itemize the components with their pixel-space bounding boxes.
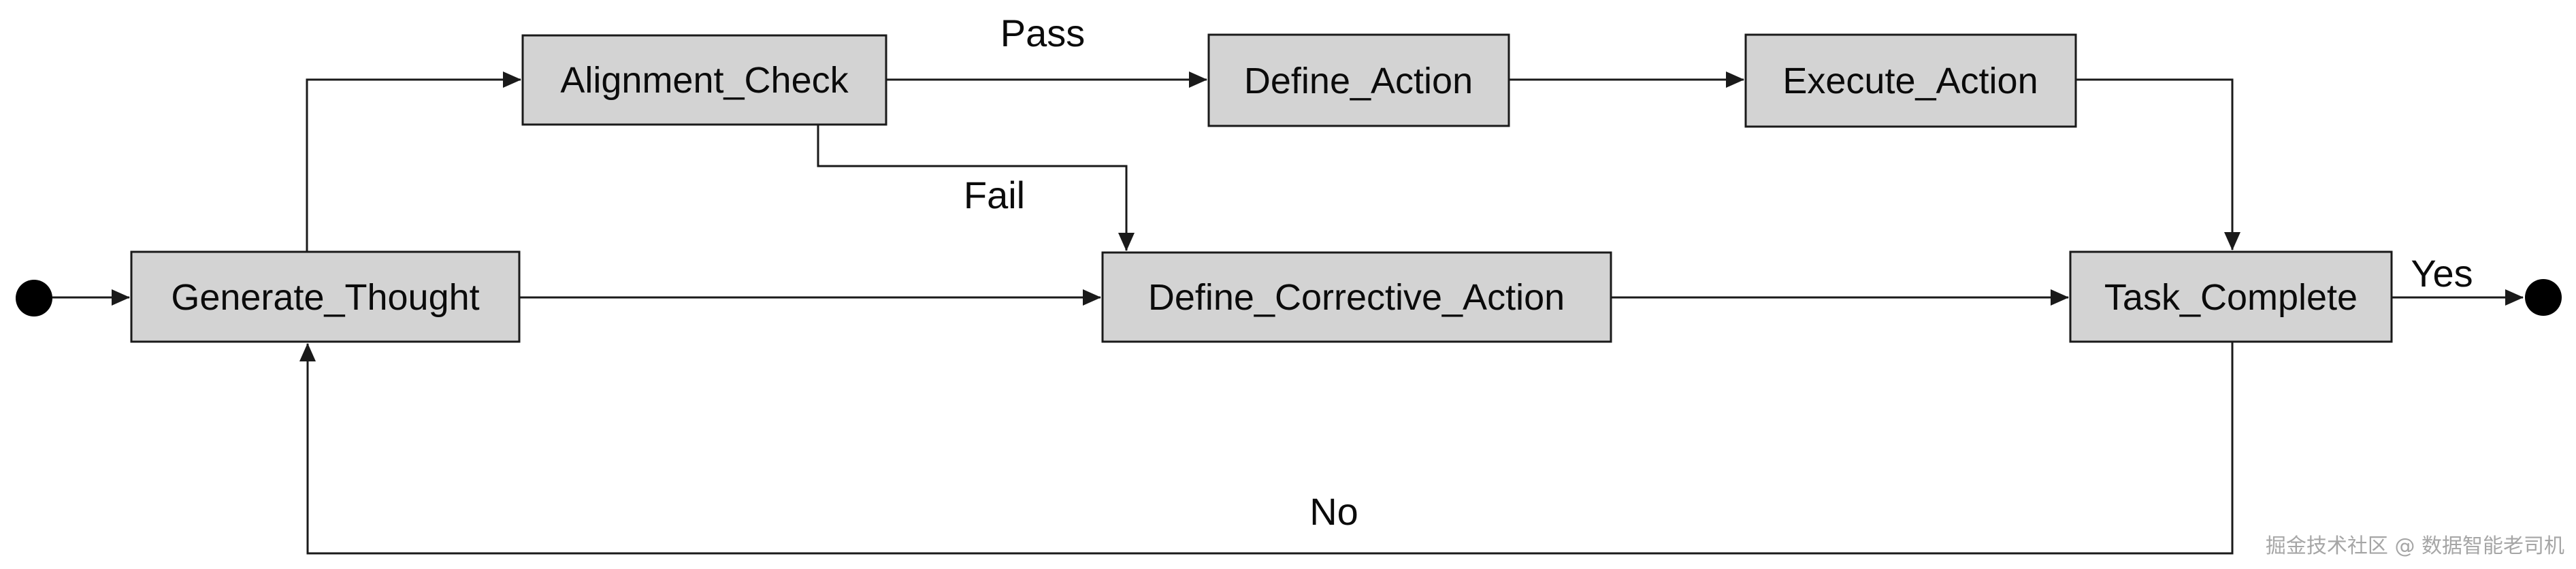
edge-label-fail: Fail (964, 174, 1025, 216)
node-define-corrective-action-box (1101, 251, 1612, 343)
edge-execute-action-to-task-complete (2076, 78, 2240, 250)
end-state-node (2525, 279, 2562, 316)
node-define-corrective-action: Define_Corrective_Action (1101, 251, 1612, 343)
node-define-action-label: Define_Action (1244, 61, 1473, 101)
edge-label-yes: Yes (2411, 252, 2473, 295)
watermark-shadow-text: 掘金技术社区 @ 数据智能老司机 (2267, 536, 2566, 559)
node-task-complete: Task_Complete (2069, 250, 2393, 343)
node-alignment-check-box (521, 34, 887, 126)
edges (52, 71, 2524, 555)
node-generate-thought-box (130, 250, 521, 343)
edge-labels: Pass Fail Yes No (964, 12, 2473, 533)
edge-generate-thought-to-alignment-check (306, 71, 521, 252)
node-alignment-check-label: Alignment_Check (560, 60, 849, 101)
edge-label-no: No (1309, 490, 1358, 533)
node-execute-action-box (1744, 33, 2077, 128)
node-execute-action-label: Execute_Action (1782, 61, 2038, 101)
watermark: 掘金技术社区 @ 数据智能老司机 掘金技术社区 @ 数据智能老司机 (2266, 534, 2566, 559)
edge-alignment-check-to-define-corrective-action (817, 125, 1135, 251)
edge-task-complete-to-generate-thought-no-loop (299, 342, 2234, 555)
node-define-action-box (1207, 33, 1510, 127)
node-define-corrective-action-label: Define_Corrective_Action (1148, 277, 1565, 318)
watermark-main-text: 掘金技术社区 @ 数据智能老司机 (2266, 534, 2564, 558)
node-define-action: Define_Action (1207, 33, 1510, 127)
node-generate-thought: Generate_Thought (130, 250, 521, 343)
node-task-complete-box (2069, 250, 2393, 343)
edge-label-pass: Pass (1000, 12, 1086, 54)
node-alignment-check: Alignment_Check (521, 34, 887, 126)
node-execute-action: Execute_Action (1744, 33, 2077, 128)
node-task-complete-label: Task_Complete (2104, 277, 2358, 318)
node-generate-thought-label: Generate_Thought (171, 277, 479, 318)
start-state-node (16, 280, 52, 316)
